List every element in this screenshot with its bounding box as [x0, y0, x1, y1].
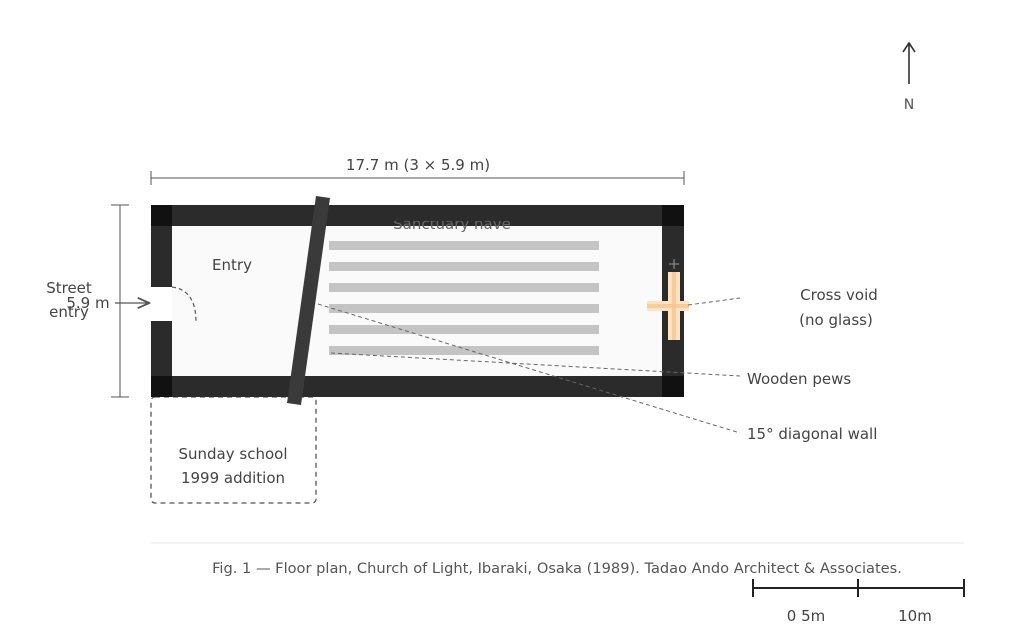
pew [329, 241, 599, 250]
corner-ne [662, 205, 684, 226]
figure-caption: Fig. 1 — Floor plan, Church of Light, Ib… [212, 560, 902, 577]
depth-dimension [111, 204, 129, 398]
door-swing-icon [171, 286, 197, 323]
diagonal-wall-leader [317, 303, 741, 434]
scale-label-0: 0 5m [787, 607, 825, 625]
pew [329, 346, 599, 355]
entry-label: Entry [212, 256, 252, 274]
cross-void-leader [687, 297, 741, 306]
width-dimension-label: 17.7 m (3 × 5.9 m) [346, 156, 490, 174]
scale-bar: 0 5m 10m [752, 579, 965, 625]
street-entry-label-2: entry [49, 303, 89, 321]
cross-core-horizontal [647, 304, 689, 308]
north-wall-overlay [300, 205, 640, 221]
sunday-school-label-1: Sunday school [179, 445, 288, 463]
diagonal-wall [287, 196, 330, 405]
leader-lines [317, 297, 741, 434]
pews-leader [330, 352, 741, 377]
street-entry-label-1: Street [46, 279, 92, 297]
width-dimension: 17.7 m (3 × 5.9 m) [150, 156, 685, 185]
scale-label-1: 10m [898, 607, 932, 625]
depth-dimension-label: 5.9 m [66, 294, 109, 312]
cross-void-label-1: Cross void [800, 286, 878, 304]
entry-opening [151, 287, 172, 321]
wooden-pews [329, 241, 599, 355]
cross-icon [647, 259, 689, 340]
north-label: N [904, 97, 914, 113]
south-wall [151, 376, 684, 397]
sunday-school-label-2: 1999 addition [181, 469, 285, 487]
corner-nw [151, 205, 172, 226]
arrow-up-head [902, 41, 916, 53]
north-arrow: N [902, 41, 916, 113]
pew [329, 262, 599, 271]
pew [329, 283, 599, 292]
cross-void-label-2: (no glass) [799, 311, 873, 329]
wooden-pews-label: Wooden pews [747, 370, 851, 388]
diagonal-wall-label: 15° diagonal wall [747, 425, 877, 443]
pew [329, 304, 599, 313]
corner-sw [151, 376, 172, 397]
corner-se [662, 376, 684, 397]
sunday-school-outline [150, 396, 317, 504]
pew [329, 325, 599, 334]
